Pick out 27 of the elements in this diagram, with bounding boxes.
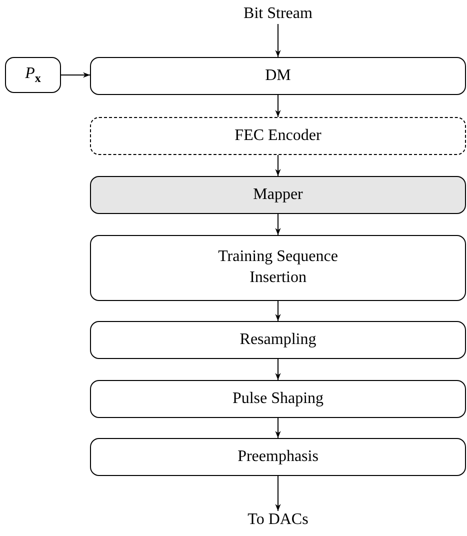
process-box <box>5 57 61 93</box>
dashed-process-box <box>90 117 466 155</box>
arrow <box>275 300 281 322</box>
box-label: Training Sequence Insertion <box>217 247 339 288</box>
arrow <box>275 94 281 118</box>
box-label: Pulse Shaping <box>232 388 324 409</box>
io-label: Bit Stream <box>244 4 312 24</box>
arrow <box>275 214 281 236</box>
process-box <box>90 380 466 418</box>
arrow <box>60 72 90 78</box>
process-box <box>90 321 466 359</box>
box-label: P$_{x}$ <box>25 64 41 86</box>
box-label: Resampling <box>240 330 316 350</box>
process-box <box>90 176 466 214</box>
process-box <box>90 235 466 301</box>
arrow <box>275 358 281 380</box>
arrow <box>275 418 281 438</box>
process-box <box>90 438 466 476</box>
box-label: Mapper <box>253 184 303 205</box>
arrow <box>275 154 281 176</box>
io-label: To DACs <box>248 510 308 530</box>
box-label: FEC Encoder <box>234 126 322 146</box>
box-label: DM <box>265 66 291 86</box>
box-label: Preemphasis <box>238 446 318 467</box>
arrow <box>275 476 281 512</box>
arrow <box>275 24 281 58</box>
process-box <box>90 57 466 95</box>
